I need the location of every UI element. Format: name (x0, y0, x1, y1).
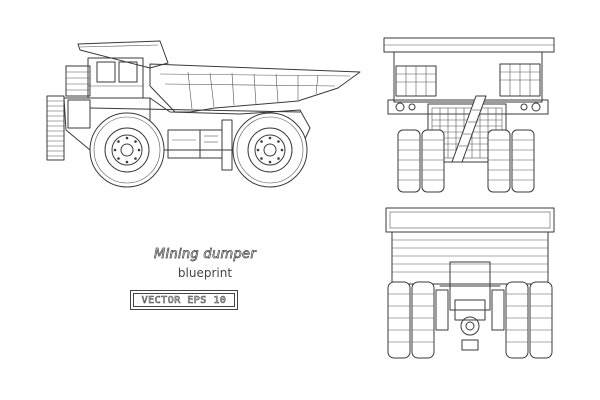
side-grille (46, 95, 65, 161)
vector-eps-badge: VECTOR EPS 10 (130, 290, 238, 310)
rear-tires (387, 281, 553, 359)
side-dump-body (77, 40, 361, 113)
side-rear-wheel (232, 112, 308, 188)
side-cab (65, 57, 144, 99)
caption-subtitle: blueprint (177, 266, 233, 280)
side-view-truck (46, 40, 361, 188)
rear-axle (439, 261, 501, 351)
front-view-truck (383, 37, 555, 193)
front-grille (427, 95, 507, 163)
side-front-wheel (89, 112, 165, 188)
caption-title: Mining dumper (154, 247, 256, 263)
badge-label: VECTOR EPS 10 (133, 293, 235, 307)
front-tires (397, 129, 535, 193)
rear-view-truck (385, 207, 555, 359)
